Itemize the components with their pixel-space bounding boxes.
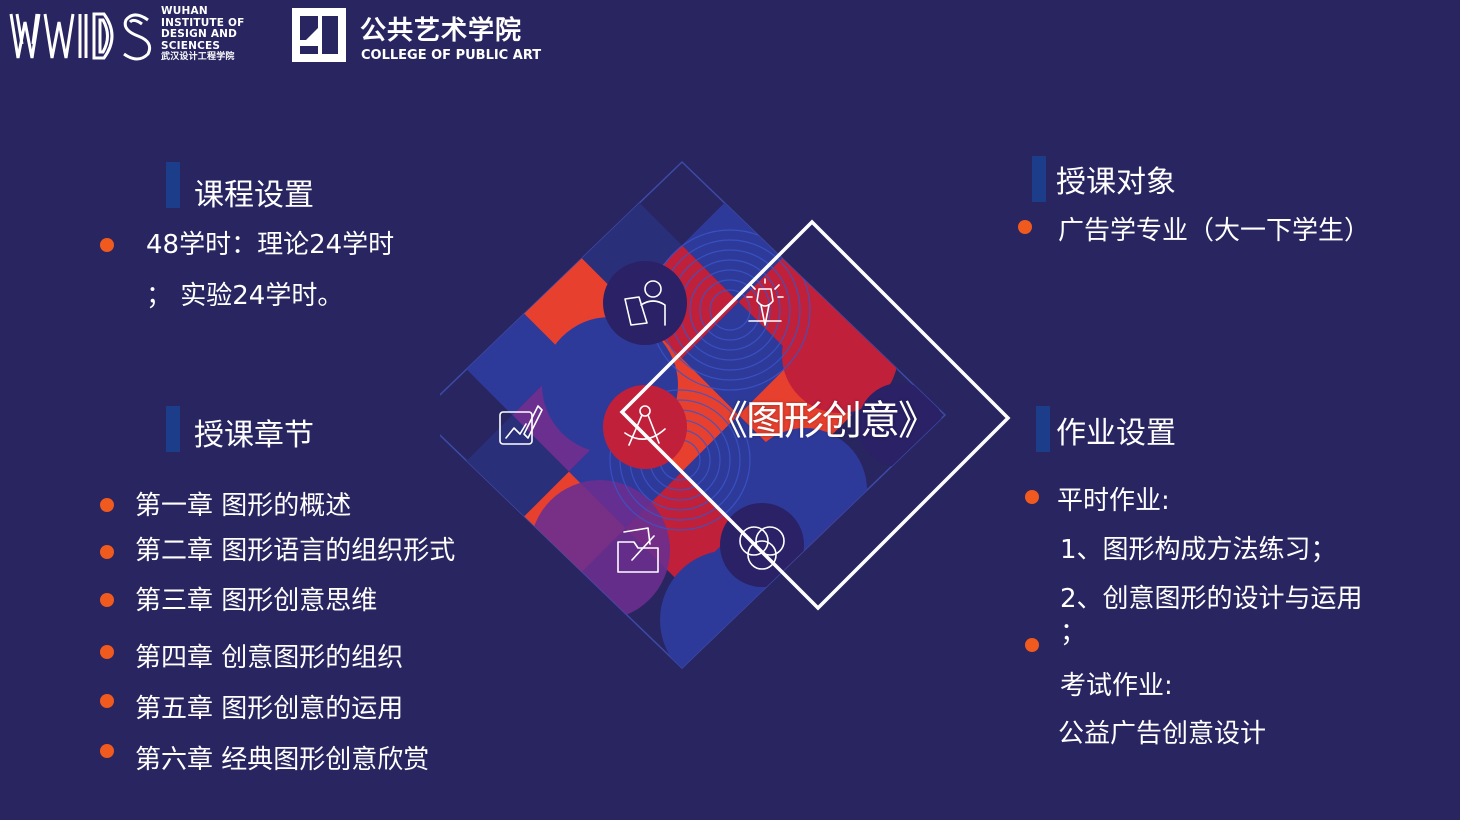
heading-bar (1032, 156, 1046, 202)
chapter-item: 第四章 创意图形的组织 (135, 643, 404, 673)
icon-bg-circle (720, 503, 804, 587)
wids-logo-text: WUHAN INSTITUTE OF DESIGN AND SCIENCES 武… (161, 5, 245, 64)
wids-line: SCIENCES (161, 39, 221, 52)
bullet-dot (100, 645, 114, 659)
wids-line: INSTITUTE OF (161, 16, 245, 29)
course-settings-heading: 课程设置 (194, 178, 314, 213)
course-hours-line: 48学时：理论24学时 (146, 230, 395, 260)
wids-logo (9, 12, 152, 61)
bullet-dot (1025, 490, 1039, 504)
lightbulb-pen-icon (746, 278, 784, 326)
heading-bar (1036, 406, 1050, 452)
chapter-item: 第五章 图形创意的运用 (135, 694, 404, 724)
wids-line: DESIGN AND (161, 28, 238, 40)
center-title: 《图形创意》 (708, 398, 938, 444)
course-hours-line: ； 实验24学时。 (146, 281, 344, 311)
homework-subitem: 公益广告创意设计 (1058, 719, 1267, 749)
chapter-item: 第三章 图形创意思维 (135, 586, 378, 616)
chapters-heading: 授课章节 (194, 418, 314, 453)
tablet-pen-icon (499, 405, 543, 445)
target-audience-heading: 授课对象 (1056, 165, 1176, 200)
highlight-diamond-frame (619, 219, 1011, 611)
wids-line: 武汉设计工程学院 (161, 52, 235, 62)
chapter-item: 第六章 经典图形创意欣赏 (135, 745, 430, 775)
bullet-dot (100, 694, 114, 708)
graphic-creativity-diagram (440, 160, 1011, 670)
homework-subitem: 1、图形构成方法练习； (1060, 535, 1337, 565)
chapter-item: 第二章 图形语言的组织形式 (135, 536, 456, 566)
college-name-en: COLLEGE OF PUBLIC ART (361, 48, 542, 63)
homework-item: 平时作业: (1057, 486, 1170, 516)
bullet-dot (100, 238, 114, 252)
circles-icon (739, 526, 785, 570)
folder-pencil-icon (617, 527, 659, 573)
person-at-desk-icon (624, 280, 666, 326)
bullet-dot (1025, 638, 1039, 652)
target-audience-item: 广告学专业（大一下学生） (1058, 216, 1371, 246)
bullet-dot (100, 545, 114, 559)
homework-subitem: 2、创意图形的设计与运用 (1060, 584, 1363, 614)
homework-subitem-cont: ； (1060, 618, 1087, 648)
homework-item: 考试作业: (1060, 671, 1173, 701)
college-name-cn: 公共艺术学院 (360, 16, 523, 46)
icon-bg-circle (603, 385, 687, 469)
chapter-item: 第一章 图形的概述 (135, 491, 352, 521)
bullet-dot (100, 744, 114, 758)
wids-line: WUHAN (161, 5, 208, 17)
compass-icon (624, 405, 666, 446)
bullet-dot (100, 498, 114, 512)
heading-bar (166, 162, 180, 208)
bullet-dot (1018, 220, 1032, 234)
arc-shape (530, 480, 670, 620)
bullet-dot (100, 593, 114, 607)
college-logo (292, 8, 346, 62)
homework-heading: 作业设置 (1056, 416, 1176, 451)
heading-bar (166, 406, 180, 452)
